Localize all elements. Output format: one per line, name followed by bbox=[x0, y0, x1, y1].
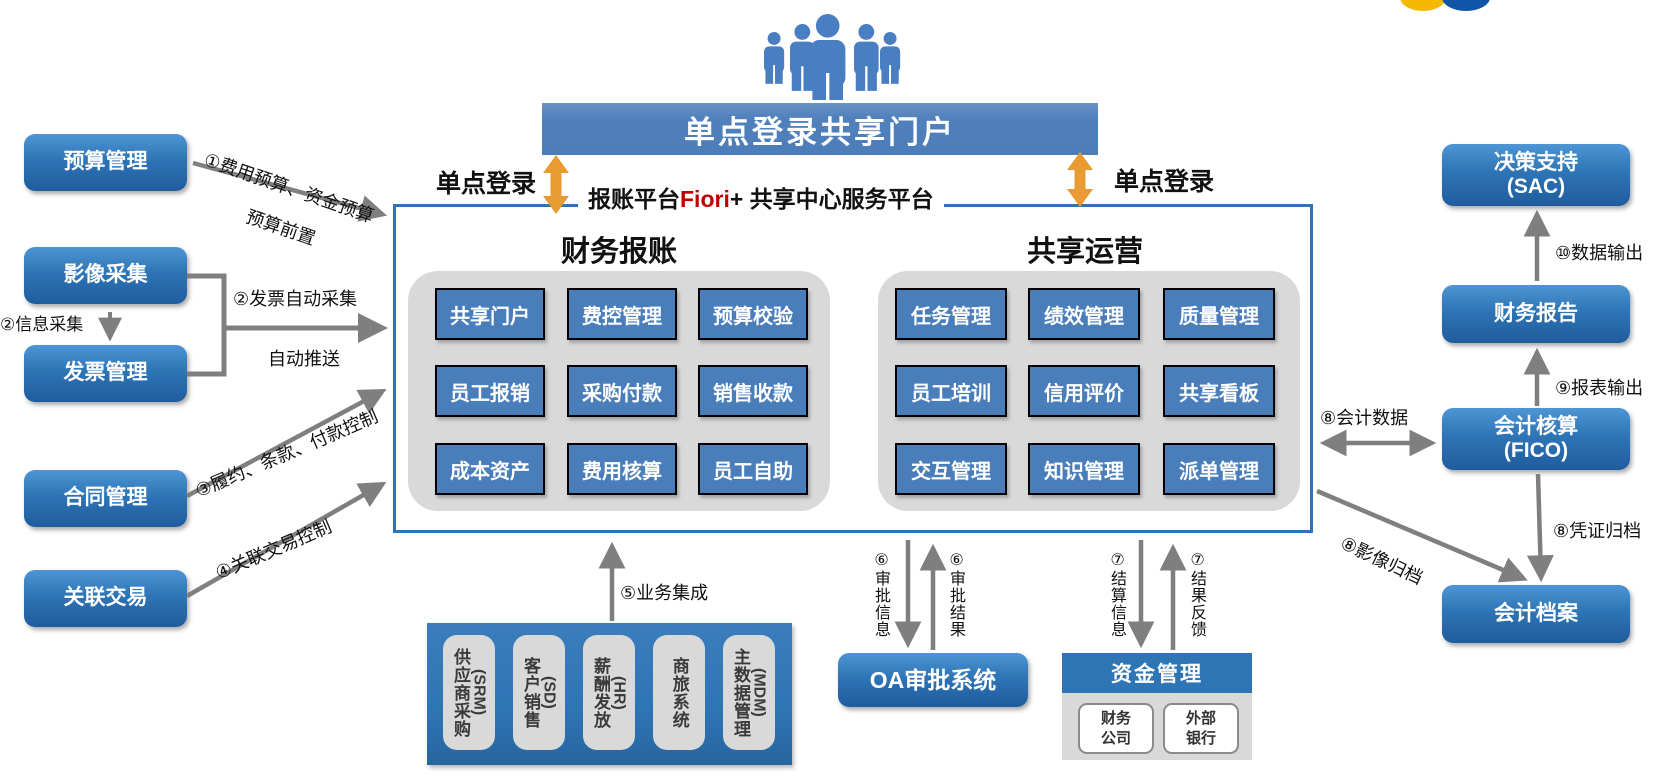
label-settlement-info: ⑦结算信息 bbox=[1108, 550, 1125, 638]
bracket-invoice bbox=[187, 273, 227, 377]
module-budget-check: 预算校验 bbox=[698, 288, 808, 340]
erp-mdm-name: 主数据管理 bbox=[730, 647, 750, 738]
label-image-archive: ⑧影像归档 bbox=[1337, 532, 1426, 589]
label-related-control: ④关联交易控制 bbox=[212, 516, 335, 584]
module-cost-asset: 成本资产 bbox=[435, 443, 545, 495]
treasury-sub-external-bank-label: 外部银行 bbox=[1185, 710, 1216, 747]
module-shared-portal: 共享门户 bbox=[435, 288, 545, 340]
treasury-sub-external-bank: 外部银行 bbox=[1163, 703, 1239, 754]
label-invoice-auto-capture: ②发票自动采集 bbox=[233, 289, 358, 309]
system-financial-report: 财务报告 bbox=[1442, 285, 1630, 343]
system-accounting-fico-subtitle: (FICO) bbox=[1503, 439, 1569, 462]
logo-yellow-ellipse bbox=[1400, 0, 1446, 11]
erp-slot-hr: 薪酬发放 (HR) bbox=[583, 635, 635, 750]
system-decision-support-title: 决策支持 bbox=[1494, 150, 1578, 174]
system-financial-report-title: 财务报告 bbox=[1494, 301, 1578, 325]
erp-srm-code: (SRM) bbox=[470, 669, 488, 716]
erp-slot-sd: 客户销售 (SD) bbox=[513, 635, 565, 750]
module-employee-expense: 员工报销 bbox=[435, 365, 545, 417]
system-decision-support: 决策支持 (SAC) bbox=[1442, 144, 1630, 206]
label-report-output: ⑨报表输出 bbox=[1555, 378, 1644, 398]
users-icon bbox=[764, 14, 901, 100]
module-credit-eval: 信用评价 bbox=[1028, 365, 1140, 417]
sso-label-right: 单点登录 bbox=[1114, 168, 1215, 196]
system-invoice-mgmt: 发票管理 bbox=[24, 345, 187, 402]
system-image-capture: 影像采集 bbox=[24, 247, 187, 304]
module-knowledge-mgmt: 知识管理 bbox=[1028, 443, 1140, 495]
sso-label-left: 单点登录 bbox=[436, 170, 537, 198]
system-contract-mgmt: 合同管理 bbox=[24, 470, 187, 527]
system-accounting-fico: 会计核算 (FICO) bbox=[1442, 408, 1630, 470]
module-shared-dashboard: 共享看板 bbox=[1163, 365, 1275, 417]
label-budget-upfront: 预算前置 bbox=[243, 206, 319, 249]
platform-title-prefix: 报账平台 bbox=[588, 186, 680, 212]
treasury-header: 资金管理 bbox=[1062, 653, 1252, 693]
module-task-mgmt: 任务管理 bbox=[895, 288, 1007, 340]
module-sales-receipt: 销售收款 bbox=[698, 365, 808, 417]
system-related-trans: 关联交易 bbox=[24, 570, 187, 627]
module-performance-mgmt: 绩效管理 bbox=[1028, 288, 1140, 340]
system-accounting-archive-title: 会计档案 bbox=[1494, 601, 1578, 625]
erp-hr-name: 薪酬发放 bbox=[590, 656, 610, 729]
arrow-voucher-archive bbox=[1526, 473, 1554, 583]
module-expense-control: 费控管理 bbox=[567, 288, 677, 340]
module-expense-accounting: 费用核算 bbox=[567, 443, 677, 495]
system-decision-support-subtitle: (SAC) bbox=[1506, 175, 1566, 198]
logo-blue-ellipse bbox=[1442, 0, 1490, 11]
section-title-operations: 共享运营 bbox=[1026, 236, 1143, 268]
module-employee-training: 员工培训 bbox=[895, 365, 1007, 417]
erp-slot-travel: 商旅系统 bbox=[653, 635, 705, 750]
erp-sd-code: (SD) bbox=[540, 676, 558, 709]
label-voucher-archive: ⑧凭证归档 bbox=[1553, 521, 1642, 541]
label-auto-push: 自动推送 bbox=[268, 349, 340, 369]
module-dispatch-mgmt: 派单管理 bbox=[1163, 443, 1275, 495]
erp-slot-mdm: 主数据管理 (MDM) bbox=[723, 635, 775, 750]
erp-srm-name: 供应商采购 bbox=[450, 647, 470, 738]
system-budget-mgmt: 预算管理 bbox=[24, 134, 187, 191]
label-contract-control: ③履约、条款、付款控制 bbox=[192, 406, 381, 502]
treasury-sub-finance-company-label: 财务公司 bbox=[1100, 710, 1131, 747]
label-accounting-data: ⑧会计数据 bbox=[1320, 408, 1409, 428]
label-info-capture: ②信息采集 bbox=[0, 315, 84, 334]
erp-sd-name: 客户销售 bbox=[520, 656, 540, 729]
section-title-finance: 财务报账 bbox=[560, 236, 677, 268]
module-procure-payment: 采购付款 bbox=[567, 365, 677, 417]
label-approval-result: ⑥审批结果 bbox=[947, 550, 964, 638]
platform-title-suffix: + 共享中心服务平台 bbox=[729, 186, 934, 212]
system-accounting-archive: 会计档案 bbox=[1442, 585, 1630, 643]
sso-arrow-right bbox=[1067, 152, 1093, 207]
erp-hr-code: (HR) bbox=[610, 675, 628, 710]
erp-travel-name: 商旅系统 bbox=[669, 656, 689, 729]
label-data-output: ⑩数据输出 bbox=[1555, 243, 1644, 263]
sso-portal-banner-label: 单点登录共享门户 bbox=[684, 114, 956, 150]
label-business-integration: ⑤业务集成 bbox=[620, 583, 709, 603]
module-interaction-mgmt: 交互管理 bbox=[895, 443, 1007, 495]
label-result-feedback: ⑦结果反馈 bbox=[1188, 550, 1205, 638]
platform-title: 报账平台Fiori+ 共享中心服务平台 bbox=[578, 183, 944, 215]
system-oa-approval: OA审批系统 bbox=[838, 653, 1028, 707]
partial-logo bbox=[1398, 0, 1498, 12]
erp-slot-srm: 供应商采购 (SRM) bbox=[443, 635, 495, 750]
module-quality-mgmt: 质量管理 bbox=[1163, 288, 1275, 340]
erp-mdm-code: (MDM) bbox=[750, 668, 768, 717]
platform-title-fiori: Fiori bbox=[680, 186, 730, 212]
label-approval-info: ⑥审批信息 bbox=[872, 550, 889, 638]
sso-portal-banner: 单点登录共享门户 bbox=[542, 103, 1098, 155]
module-employee-selfserve: 员工自助 bbox=[698, 443, 808, 495]
system-accounting-fico-title: 会计核算 bbox=[1494, 414, 1578, 438]
treasury-sub-finance-company: 财务公司 bbox=[1078, 703, 1154, 754]
